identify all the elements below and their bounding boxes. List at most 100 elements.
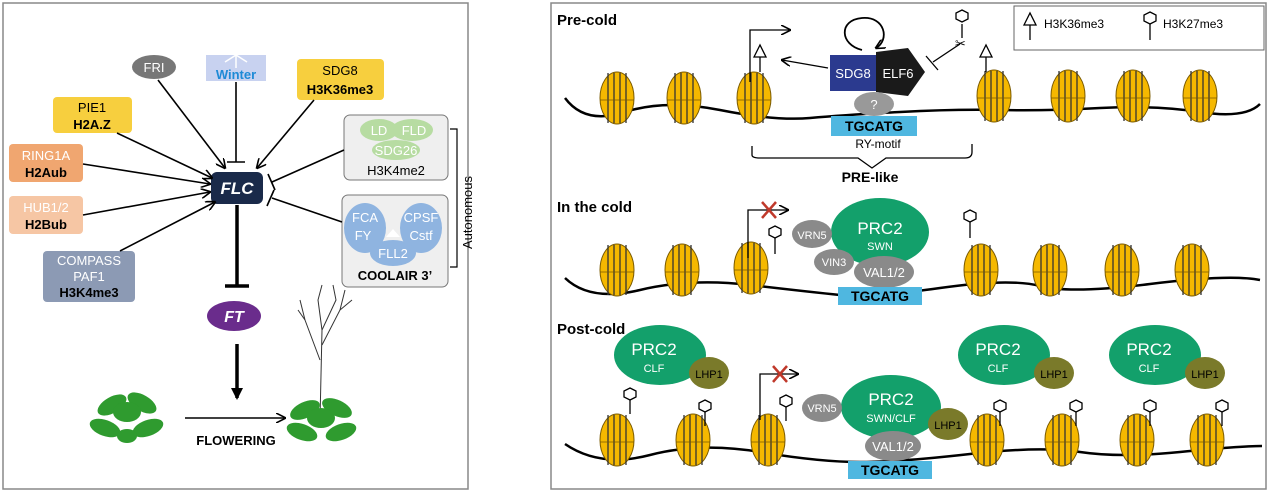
compass-label: COMPASS — [57, 253, 121, 268]
precold-elf6-label: ELF6 — [882, 66, 913, 81]
postcold-prc2-right2: PRC2 CLF LHP1 — [1109, 325, 1225, 389]
lhp1-r1-label: LHP1 — [1040, 369, 1068, 381]
precold-sdg8-label: SDG8 — [835, 66, 870, 81]
cold-section: In the cold PRC2 SWN VRN5 VIN3 VAL1/2 — [557, 198, 1261, 305]
h3k27me3-mark-icon — [768, 225, 782, 254]
nucleosome-icon — [750, 413, 786, 467]
winter-label: Winter — [216, 67, 256, 82]
prc2-r2-label: PRC2 — [1126, 340, 1171, 359]
autonomous-box-1: LD FLD SDG26 H3K4me2 — [343, 114, 449, 181]
precold-motif-label: TGCATG — [845, 118, 903, 134]
h3k36me3-mark-icon — [978, 43, 994, 72]
h3k27me3-mark-icon — [623, 387, 637, 414]
postcold-motif-label: TGCATG — [861, 462, 919, 478]
precold-section: Pre-cold SDG8 ELF6 ✂ — [557, 9, 1261, 185]
fri-label: FRI — [144, 60, 165, 75]
compass-node: COMPASS PAF1 H3K4me3 — [43, 251, 135, 302]
h3k27me3-mark-icon — [993, 399, 1007, 426]
postcold-section: Post-cold PRC2 CLF LHP1 PRC2 SWN/CLF — [557, 321, 1263, 479]
ry-motif-label: RY-motif — [855, 137, 901, 151]
nucleosome-icon — [1044, 413, 1080, 467]
h3k27me3-mark-icon — [698, 399, 712, 426]
ft-node: FT — [207, 301, 261, 331]
h2bub-label: H2Bub — [25, 217, 67, 232]
nucleosome-icon — [675, 413, 711, 467]
coolair-label: COOLAIR 3’ — [358, 268, 432, 283]
h3k27me3-mark-icon — [1215, 399, 1229, 426]
h3k4me3-label: H3K4me3 — [59, 285, 118, 300]
cold-nucleosomes — [599, 241, 1210, 297]
nucleosome-icon — [1119, 413, 1155, 467]
legend-k27-label: H3K27me3 — [1163, 17, 1223, 31]
flc-node: FLC — [211, 172, 263, 204]
fll2-label: FLL2 — [378, 246, 408, 261]
prc2-center-label: PRC2 — [868, 390, 913, 409]
h3k27me3-mark-icon — [779, 394, 793, 421]
autonomous-box-2: FCA CPSF FY Cstf FLL2 COOLAIR 3’ — [341, 194, 449, 288]
lhp1-r2-label: LHP1 — [1191, 369, 1219, 381]
h3k36me3-mark-icon — [752, 43, 768, 72]
nucleosome-icon — [599, 243, 635, 297]
postcold-prc2-left: PRC2 CLF LHP1 — [614, 325, 729, 389]
postcold-prc2-right1: PRC2 CLF LHP1 — [958, 325, 1074, 389]
cstf-label: Cstf — [409, 228, 433, 243]
cold-vin3-label: VIN3 — [822, 257, 846, 269]
nucleosome-icon — [599, 413, 635, 467]
postcold-val-label: VAL1/2 — [872, 439, 914, 454]
hub12-label: HUB1/2 — [23, 200, 69, 215]
snowflake-icon — [224, 42, 248, 68]
flc-label: FLC — [220, 179, 254, 198]
blocked-transcription-icon — [772, 365, 788, 383]
h3k36me3-legend-icon — [1022, 11, 1038, 40]
nucleosome-icon — [666, 71, 702, 125]
h2aub-label: H2Aub — [25, 165, 67, 180]
swnclf-label: SWN/CLF — [866, 413, 916, 425]
nucleosome-icon — [963, 243, 999, 297]
blocked-k27-icon: ✂ — [925, 9, 969, 71]
clf-label: CLF — [644, 363, 665, 375]
nucleosome-icon — [976, 69, 1012, 123]
nucleosome-icon — [1115, 69, 1151, 123]
prc2-label: PRC2 — [631, 340, 676, 359]
lhp1-center-label: LHP1 — [934, 420, 962, 432]
postcold-title: Post-cold — [557, 321, 625, 338]
paf1-label: PAF1 — [73, 269, 105, 284]
precold-q-label: ? — [870, 97, 877, 112]
cpsf-label: CPSF — [404, 210, 439, 225]
fy-label: FY — [355, 228, 372, 243]
h3k27me3-mark-icon — [963, 209, 977, 238]
legend-k36-label: H3K36me3 — [1044, 17, 1104, 31]
cold-motif-label: TGCATG — [851, 288, 909, 304]
fca-label: FCA — [352, 210, 378, 225]
h3k27me3-mark-icon — [1069, 399, 1083, 426]
nucleosome-icon — [664, 243, 700, 297]
h2az-label: H2A.Z — [73, 117, 111, 132]
sdg26-label: SDG26 — [375, 143, 418, 158]
clf-r1-label: CLF — [988, 363, 1009, 375]
cold-val-label: VAL1/2 — [863, 265, 905, 280]
nucleosome-icon — [736, 71, 772, 125]
prelike-label: PRE-like — [842, 169, 899, 185]
h3k27me3-legend-icon — [1143, 11, 1157, 40]
h3k27me3-mark-icon — [1143, 399, 1157, 426]
rosette-plant-icon — [89, 392, 164, 443]
postcold-k27-marks — [623, 387, 1229, 426]
nucleosome-icon — [1032, 243, 1068, 297]
left-panel: FRI Winter SDG8 H3K36me3 PIE1 H2A.Z — [2, 2, 475, 490]
precold-title: Pre-cold — [557, 12, 617, 29]
sdg8-node: SDG8 H3K36me3 — [297, 59, 384, 100]
sdg8-label: SDG8 — [322, 63, 357, 78]
nucleosome-icon — [733, 241, 769, 295]
prc2-r1-label: PRC2 — [975, 340, 1020, 359]
autonomous-bracket: Autonomous — [450, 128, 475, 268]
nucleosome-icon — [1189, 413, 1225, 467]
pie1-label: PIE1 — [78, 100, 106, 115]
legend: H3K36me3 H3K27me3 — [1013, 5, 1265, 51]
postcold-vrn5-label: VRN5 — [807, 403, 836, 415]
autonomous-label: Autonomous — [460, 176, 475, 249]
h3k36-label: H3K36me3 — [307, 82, 374, 97]
hub12-node: HUB1/2 H2Bub — [9, 196, 83, 234]
fld-label: FLD — [402, 123, 427, 138]
cold-vrn5-label: VRN5 — [797, 230, 826, 242]
